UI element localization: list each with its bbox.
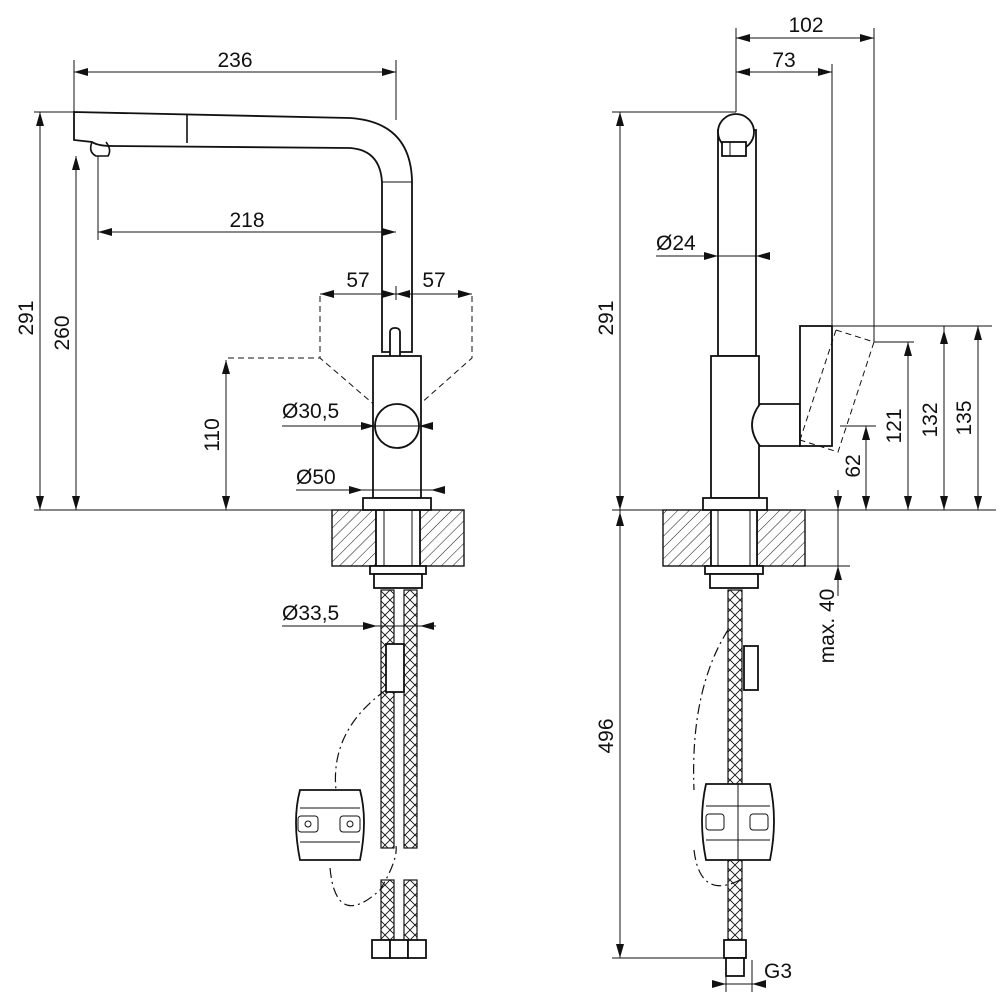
- dim-lever-height-132: 132: [919, 402, 942, 437]
- dim-height-total-front: 291: [15, 300, 38, 335]
- side-lever-handle: [799, 325, 833, 447]
- dim-lever-diameter: Ø30,5: [282, 400, 339, 423]
- hose-counterweight: [295, 789, 365, 861]
- side-spout: [717, 129, 757, 357]
- countertop-right-section: [419, 509, 465, 567]
- dim-max-deck-thickness: max. 40: [816, 589, 839, 664]
- side-hose: [727, 589, 743, 941]
- dim-lever-height-135: 135: [953, 400, 976, 435]
- side-countertop-left-section: [662, 509, 712, 567]
- hose-left: [380, 589, 395, 849]
- dim-connection-thread: G3: [764, 960, 792, 983]
- countertop-left-section: [331, 509, 377, 567]
- dim-spout-reach-outlet: 218: [229, 209, 264, 232]
- pullout-spout: [73, 111, 413, 353]
- dim-height-total-side: 291: [595, 300, 618, 335]
- side-view: 102 73 Ø24 291 496 62: [595, 14, 996, 992]
- side-faucet-body: [710, 355, 760, 499]
- side-countertop-right-section: [756, 509, 806, 567]
- dim-base-diameter: Ø50: [296, 466, 336, 489]
- side-lever-hub: [751, 403, 801, 447]
- dim-lever-height-121: 121: [883, 408, 906, 443]
- side-base-flange: [702, 497, 768, 511]
- dim-lever-axis-height: 62: [842, 454, 865, 477]
- dim-height-outlet: 260: [51, 315, 74, 350]
- dim-depth-total: 102: [788, 14, 823, 37]
- front-view: 236 218 57 57 291 260 110: [15, 49, 473, 959]
- dim-lever-height: 110: [201, 418, 224, 451]
- dim-lever-swing-left: 57: [346, 269, 369, 292]
- mounting-shank: [375, 509, 421, 567]
- dim-depth-lever: 73: [772, 49, 795, 72]
- side-mounting-shank: [710, 509, 758, 567]
- dim-lever-swing-right: 57: [422, 269, 445, 292]
- dim-hose-length: 496: [595, 718, 618, 753]
- dim-spout-reach-total: 236: [217, 49, 252, 72]
- dim-spout-diameter: Ø24: [656, 232, 696, 255]
- base-flange: [362, 497, 432, 511]
- dim-shank-diameter: Ø33,5: [282, 602, 339, 625]
- hose-right: [403, 589, 418, 849]
